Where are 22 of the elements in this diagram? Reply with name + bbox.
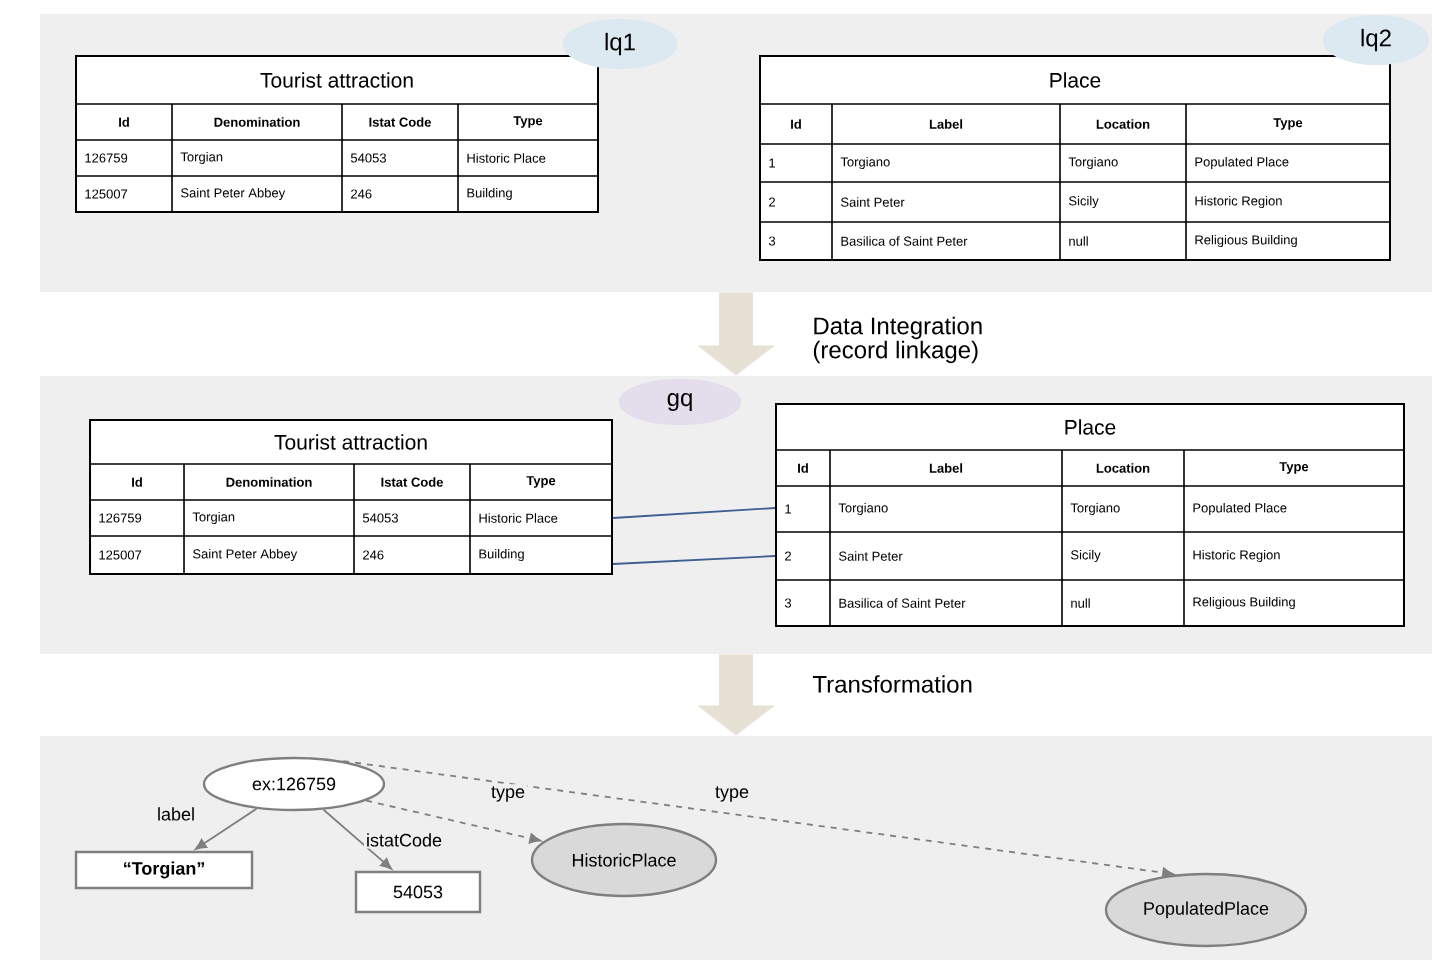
table-title: Tourist attraction (274, 434, 427, 450)
data-table (775, 403, 1405, 627)
arrow (322, 808, 393, 870)
arrow (342, 760, 1174, 878)
edge-label: istatCode (364, 831, 445, 849)
arrow (365, 799, 541, 844)
literal-box: 54053 (354, 870, 482, 914)
arrow (194, 807, 258, 850)
edge-label: label (155, 805, 198, 823)
edge-label: type (713, 784, 751, 804)
table-title: Tourist attraction (260, 72, 413, 88)
link-line (612, 507, 776, 519)
data-table (75, 55, 599, 213)
edge-label: Transformation (812, 675, 972, 693)
literal-box: “Torgian” (74, 850, 254, 890)
table-title: Place (1050, 72, 1101, 88)
data-table (89, 419, 613, 575)
table-title: Place (1065, 419, 1116, 435)
link-line (612, 555, 776, 565)
edge-label: Data Integration (record linkage) (813, 316, 982, 364)
data-table (759, 55, 1391, 261)
edge-label: type (489, 784, 527, 804)
